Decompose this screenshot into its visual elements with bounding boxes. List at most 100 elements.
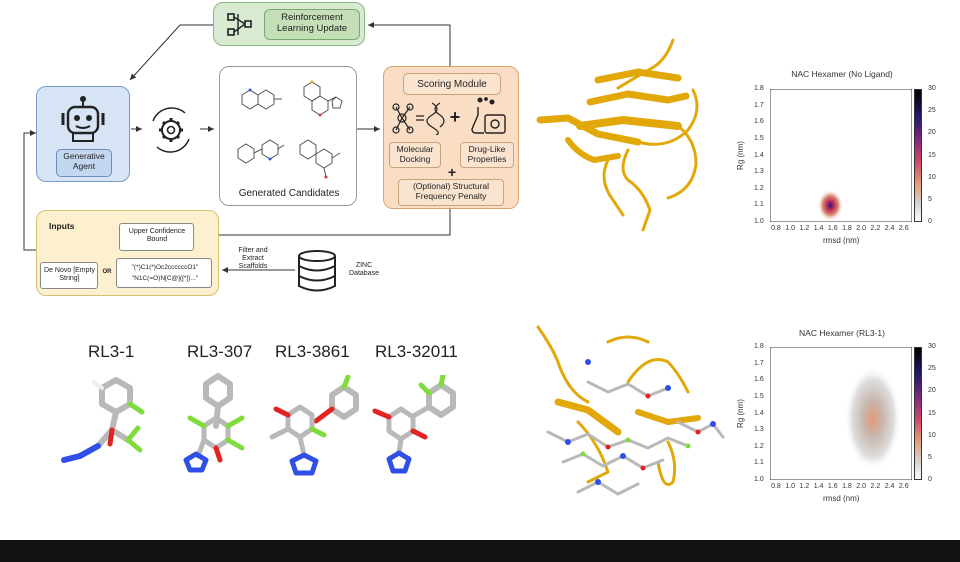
heatmap-2-colorbar-tick: 10 <box>928 431 936 439</box>
network-icon <box>227 13 252 36</box>
footer-bar <box>0 540 960 562</box>
heatmap-1-xtick: 2.2 <box>870 225 881 232</box>
heatmap-1-xtick: 1.4 <box>813 225 824 232</box>
molecule-label-rl3-1: RL3-1 <box>88 342 135 361</box>
molecule-rl3-32011 <box>372 375 456 474</box>
heatmap-2-ytick: 1.2 <box>754 442 764 450</box>
heatmap-1-xtick: 2.0 <box>856 225 867 232</box>
agent-label-box: Generative Agent <box>56 149 112 177</box>
robot-icon <box>61 96 105 142</box>
druglike-label-box: Drug-Like Properties <box>460 142 514 168</box>
heatmap-2-ytick: 1.7 <box>754 359 764 367</box>
heatmap-2-ytick: 1.5 <box>754 392 764 400</box>
heatmap-1-xtick: 1.6 <box>827 225 838 232</box>
molecule-label-rl3-307: RL3-307 <box>187 342 253 361</box>
heatmap-2-colorbar-tick: 25 <box>928 365 936 373</box>
heatmap-1-colorbar-tick: 5 <box>928 195 932 203</box>
inputs-title: Inputs <box>49 221 75 231</box>
penalty-label-box: (Optional) Structural Frequency Penalty <box>398 179 504 206</box>
candidates-box: Generated Candidates <box>219 66 357 206</box>
heatmap-2-xtick: 2.6 <box>898 483 909 490</box>
heatmap-1-ytick: 1.7 <box>754 101 764 109</box>
scoring-module-box: Scoring Module + Molecular Docking Drug-… <box>383 66 519 209</box>
heatmap-2-colorbar-tick: 20 <box>928 387 936 395</box>
de-novo-box: De Novo [Empty String] <box>40 262 98 289</box>
heatmap-1-ytick: 1.2 <box>754 184 764 192</box>
heatmap-1-colorbar-tick: 10 <box>928 173 936 181</box>
zinc-label: ZINC Database <box>349 262 379 278</box>
smiles-box: "(*)C1(*)Oc2ccccccO1" "N1C(=O)N[C@]([*])… <box>116 258 212 288</box>
heatmap-1-colorbar-tick: 20 <box>928 129 936 137</box>
molecule-rl3-307 <box>183 373 245 473</box>
heatmap-2-plot <box>770 347 912 480</box>
docking-label: Molecular Docking <box>396 144 434 164</box>
heatmap-1-plot <box>770 89 912 222</box>
heatmap-2-xtick: 1.0 <box>785 483 796 490</box>
scoring-plus-2: + <box>447 164 457 180</box>
heatmap-2-xtick: 1.6 <box>827 483 838 490</box>
molecule-rl3-1 <box>61 377 145 463</box>
smiles-line-1: "(*)C1(*)Oc2ccccccO1" <box>131 264 199 271</box>
heatmap-2-xtick: 2.0 <box>856 483 867 490</box>
heatmap-2-ytick: 1.8 <box>754 343 764 350</box>
heatmap-2-ytick: 1.6 <box>754 376 764 384</box>
penalty-label: (Optional) Structural Frequency Penalty <box>412 181 490 201</box>
rl-update-box: Reinforcement Learning Update <box>213 2 365 46</box>
heatmap-2-title: NAC Hexamer (RL3-1) <box>799 328 885 338</box>
heatmap-1-xtick: 2.6 <box>898 225 909 232</box>
ucb-label: Upper Confidence Bound <box>128 228 186 244</box>
molecule-rl3-3861 <box>269 375 359 476</box>
heatmap-1-xtick: 2.4 <box>884 225 895 232</box>
or-label: OR <box>102 269 112 275</box>
cycle-gear-icon <box>152 107 190 153</box>
heatmap-1-colorbar-tick: 15 <box>928 151 936 159</box>
rl-update-label-box: Reinforcement Learning Update <box>264 9 360 40</box>
scoring-plus-1: + <box>449 107 461 127</box>
database-icon <box>298 250 336 292</box>
heatmap-2-xlabel: rmsd (nm) <box>823 494 860 503</box>
heatmap-1-ytick: 1.6 <box>754 118 764 126</box>
ucb-box: Upper Confidence Bound <box>119 223 194 251</box>
docking-label-box: Molecular Docking <box>389 142 441 168</box>
heatmap-2-colorbar-tick: 5 <box>928 453 932 461</box>
heatmap-2-ytick: 1.4 <box>754 409 764 417</box>
docking-icon <box>392 102 445 135</box>
heatmap-1-xtick: 1.0 <box>785 225 796 232</box>
heatmap-1-colorbar <box>914 89 922 222</box>
heatmap-2-peak <box>844 366 901 471</box>
protein-ribbon-no-ligand <box>536 38 699 232</box>
druglike-label: Drug-Like Properties <box>467 144 507 164</box>
heatmap-1-ytick: 1.8 <box>754 85 764 92</box>
heatmap-1-xtick: 0.8 <box>771 225 781 232</box>
heatmap-1-peak <box>817 189 844 222</box>
heatmap-2-ylabel: Rg (nm) <box>735 398 745 428</box>
inputs-box: Inputs Upper Confidence Bound De Novo [E… <box>36 210 219 296</box>
heatmap-2-colorbar-tick: 30 <box>928 343 936 350</box>
heatmap-2-colorbar-tick: 15 <box>928 409 936 417</box>
generative-agent-box: Generative Agent <box>36 86 130 182</box>
protein-ribbon-ligand-bound <box>536 325 725 496</box>
heatmap-1-ylabel: Rg (nm) <box>735 140 745 170</box>
scoring-title: Scoring Module <box>417 79 487 90</box>
heatmap-1-ytick: 1.5 <box>754 134 764 142</box>
heatmap-1-xtick: 1.8 <box>842 225 852 232</box>
heatmap-2-colorbar-tick: 0 <box>928 476 932 483</box>
heatmap-2-xtick: 2.4 <box>884 483 895 490</box>
heatmap-2-xtick: 1.2 <box>799 483 810 490</box>
heatmap-1-colorbar-tick: 30 <box>928 85 936 92</box>
smiles-line-2: "N1C(=O)N[C@]([*])..." <box>131 275 199 282</box>
heatmap-1-ytick: 1.0 <box>754 218 764 225</box>
filter-label: Filter and Extract Scaffolds <box>238 247 268 271</box>
rl-update-label: Reinforcement Learning Update <box>276 12 348 34</box>
scoring-title-box: Scoring Module <box>403 73 501 95</box>
heatmap-2-ytick: 1.1 <box>754 459 764 467</box>
heatmap-1-ytick: 1.4 <box>754 151 764 159</box>
heatmap-1-title: NAC Hexamer (No Ligand) <box>791 69 893 79</box>
heatmap-1-colorbar-tick: 25 <box>928 107 936 115</box>
workflow-connectors <box>23 22 451 273</box>
molecule-label-rl3-32011: RL3-32011 <box>375 342 458 361</box>
heatmap-2-colorbar <box>914 347 922 480</box>
agent-label: Generative Agent <box>63 151 105 171</box>
heatmap-2-ytick: 1.3 <box>754 426 764 434</box>
de-novo-label: De Novo [Empty String] <box>44 267 95 283</box>
